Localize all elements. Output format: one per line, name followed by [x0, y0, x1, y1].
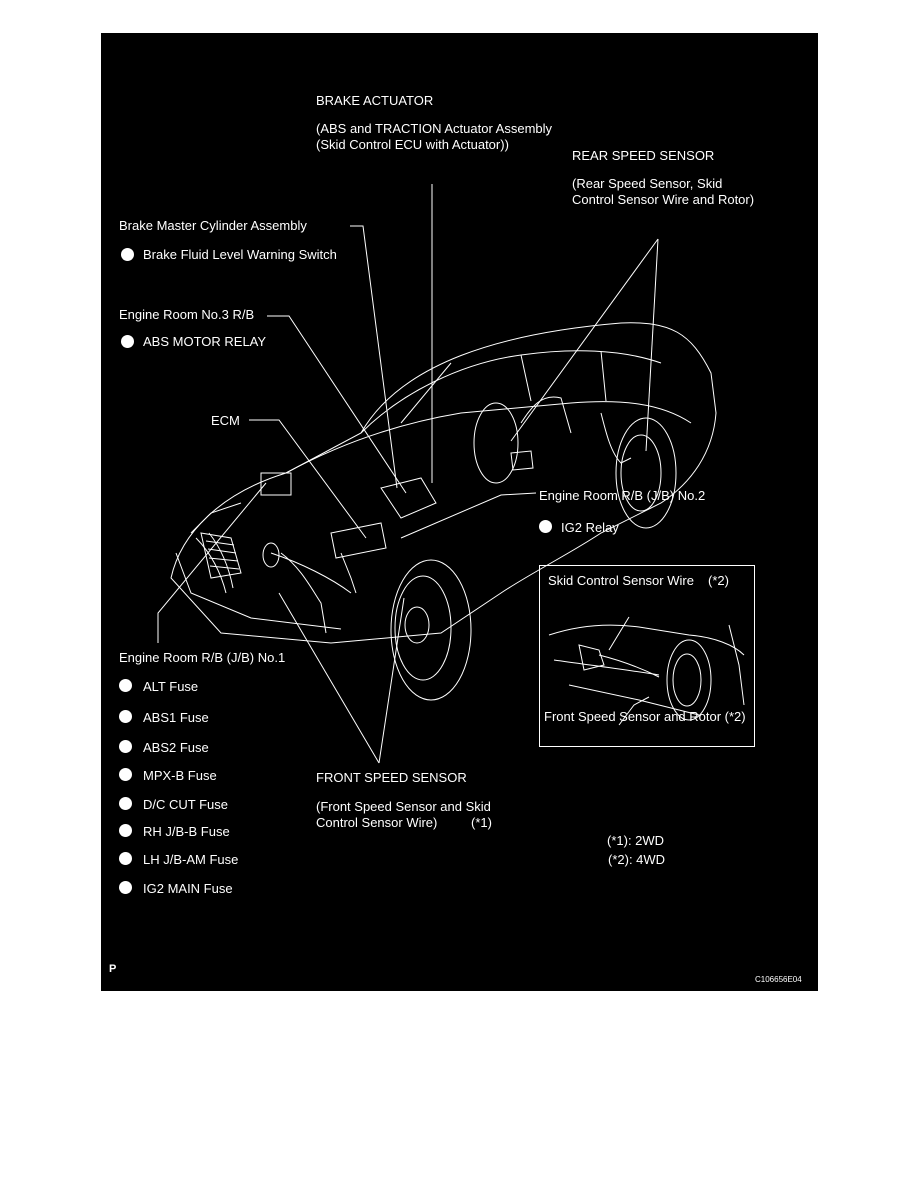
rear-speed-sensor-label: REAR SPEED SENSOR — [572, 148, 715, 163]
bullet-icon — [119, 710, 132, 723]
brake-actuator-sub2: (Skid Control ECU with Actuator)) — [316, 137, 509, 152]
brake-actuator-sub1: (ABS and TRACTION Actuator Assembly — [316, 121, 553, 136]
bullet-icon — [119, 824, 132, 837]
skid-wire-note: (*2) — [708, 573, 729, 588]
brake-actuator-label: BRAKE ACTUATOR — [316, 93, 434, 108]
fuse-item: RH J/B-B Fuse — [143, 824, 230, 839]
ecm-label: ECM — [211, 413, 240, 428]
fluid-switch-label: Brake Fluid Level Warning Switch — [143, 247, 337, 262]
rb1-label: Engine Room R/B (J/B) No.1 — [119, 650, 286, 665]
fuse-item: ABS2 Fuse — [143, 740, 209, 755]
bullet-icon — [121, 248, 134, 261]
diagram-panel: BRAKE ACTUATOR (ABS and TRACTION Actuato… — [101, 33, 818, 991]
note-2wd: (*1): 2WD — [607, 833, 665, 848]
inset-4wd-detail: Skid Control Sensor Wire (*2) Front Spee… — [539, 565, 755, 747]
front-sensor-rotor-label: Front Speed Sensor and Rotor (*2) — [544, 709, 746, 724]
bullet-icon — [119, 881, 132, 894]
front-speed-sensor-sub1: (Front Speed Sensor and Skid — [316, 799, 491, 814]
rear-speed-sensor-sub1: (Rear Speed Sensor, Skid — [572, 176, 723, 191]
skid-wire-label: Skid Control Sensor Wire — [548, 573, 694, 588]
note-4wd: (*2): 4WD — [608, 852, 666, 867]
fuse-item: LH J/B-AM Fuse — [143, 852, 239, 867]
rear-speed-sensor-sub2: Control Sensor Wire and Rotor) — [572, 192, 755, 207]
front-speed-sensor-note: (*1) — [471, 815, 492, 830]
figure-code: C106656E04 — [755, 975, 802, 984]
rb2-label: Engine Room R/B (J/B) No.2 — [539, 488, 706, 503]
fuse-item: ABS1 Fuse — [143, 710, 209, 725]
fuse-item: ALT Fuse — [143, 679, 199, 694]
bullet-icon — [119, 740, 132, 753]
bullet-icon — [119, 797, 132, 810]
bullet-icon — [119, 852, 132, 865]
ig2-relay-label: IG2 Relay — [561, 520, 619, 535]
vehicle-illustration — [157, 184, 745, 764]
fuse-item: IG2 MAIN Fuse — [143, 881, 233, 896]
fuse-item: D/C CUT Fuse — [143, 797, 228, 812]
front-speed-sensor-sub2: Control Sensor Wire) — [316, 815, 438, 830]
front-speed-sensor-label: FRONT SPEED SENSOR — [316, 770, 467, 785]
bullet-icon — [121, 335, 134, 348]
bullet-icon — [539, 520, 552, 533]
page-mark: P — [109, 963, 117, 975]
abs-motor-relay-label: ABS MOTOR RELAY — [143, 334, 267, 349]
bullet-icon — [119, 679, 132, 692]
room3-label: Engine Room No.3 R/B — [119, 307, 255, 322]
fuse-item: MPX-B Fuse — [143, 768, 217, 783]
master-cylinder-label: Brake Master Cylinder Assembly — [119, 218, 307, 233]
bullet-icon — [119, 768, 132, 781]
